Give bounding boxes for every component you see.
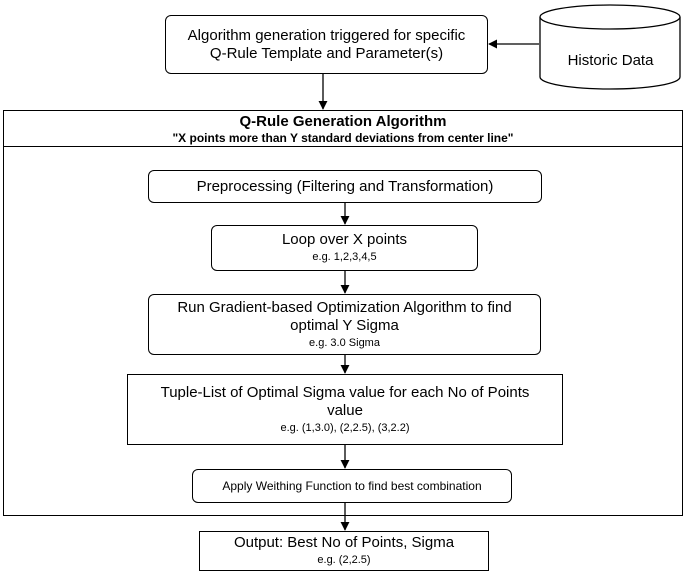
tuple-example: e.g. (1,3.0), (2,2.5), (3,2.2) [280, 421, 410, 434]
tuple-line-2: value [327, 401, 363, 419]
loop-example: e.g. 1,2,3,4,5 [312, 251, 377, 264]
optimization-line-1: Run Gradient-based Optimization Algorith… [177, 298, 512, 316]
preprocessing-box: Preprocessing (Filtering and Transformat… [148, 170, 542, 203]
algorithm-header: Q-Rule Generation Algorithm "X points mo… [4, 111, 682, 147]
tuple-line-1: Tuple-List of Optimal Sigma value for ea… [160, 383, 530, 401]
weighting-box: Apply Weithing Function to find best com… [192, 469, 512, 503]
algorithm-subtitle: "X points more than Y standard deviation… [172, 131, 514, 145]
algorithm-title: Q-Rule Generation Algorithm [239, 113, 447, 130]
trigger-line-2: Q-Rule Template and Parameter(s) [209, 44, 444, 62]
historic-data-database-icon [539, 4, 681, 90]
optimization-line-2: optimal Y Sigma [290, 316, 399, 334]
loop-box: Loop over X points e.g. 1,2,3,4,5 [211, 225, 478, 271]
trigger-line-1: Algorithm generation triggered for speci… [187, 26, 466, 44]
tuple-list-box: Tuple-List of Optimal Sigma value for ea… [127, 374, 563, 445]
weighting-label: Apply Weithing Function to find best com… [222, 478, 482, 493]
output-example: e.g. (2,2.5) [317, 554, 371, 567]
loop-label: Loop over X points [281, 231, 408, 249]
algorithm-container: Q-Rule Generation Algorithm "X points mo… [3, 110, 683, 516]
historic-data-label: Historic Data [567, 52, 654, 69]
preprocessing-label: Preprocessing (Filtering and Transformat… [196, 177, 494, 195]
optimization-box: Run Gradient-based Optimization Algorith… [148, 294, 541, 355]
output-label: Output: Best No of Points, Sigma [233, 534, 455, 552]
optimization-example: e.g. 3.0 Sigma [309, 336, 380, 349]
trigger-box: Algorithm generation triggered for speci… [165, 15, 488, 74]
output-box: Output: Best No of Points, Sigma e.g. (2… [199, 531, 489, 571]
